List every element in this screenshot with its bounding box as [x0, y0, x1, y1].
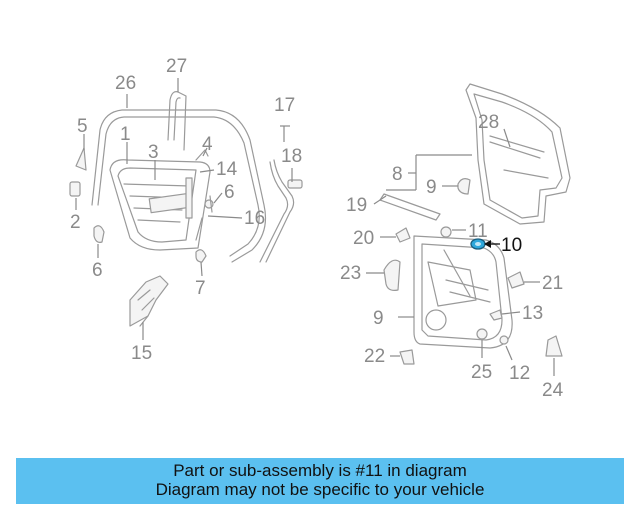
banner-line-1: Part or sub-assembly is #11 in diagram	[173, 461, 467, 480]
callout-13: 12	[509, 363, 530, 384]
inner-door-panel-10	[413, 235, 513, 349]
callout-20: 19	[346, 195, 367, 216]
seal-strip-17	[195, 195, 213, 241]
banner-line-2: Diagram may not be specific to your vehi…	[155, 480, 485, 499]
right-small-parts	[379, 178, 563, 365]
callout-21: 20	[353, 228, 374, 249]
callout-5: 5	[77, 116, 88, 137]
callout-29: 28	[478, 112, 499, 133]
callout-4: 4	[202, 134, 213, 155]
callout-8: 8	[392, 164, 403, 185]
callout-7: 7	[195, 278, 206, 299]
interior-panel-parts	[148, 177, 193, 219]
callout-11: 10	[501, 235, 522, 256]
left-leader-lines	[75, 78, 293, 340]
window-run-channel-28	[167, 91, 187, 151]
bracket-16	[129, 275, 169, 327]
right-leader-lines	[366, 128, 555, 376]
callout-27: 26	[115, 73, 136, 94]
callout-24: 23	[340, 263, 361, 284]
parts-diagram: 26 27 5 1 3 4 14 6 16 2 6 7 15 17 18 28 …	[69, 56, 571, 401]
caption-banner: Part or sub-assembly is #11 in diagram D…	[16, 458, 624, 504]
callout-18: 17	[274, 95, 295, 116]
callout-28: 27	[166, 56, 187, 77]
door-weatherstrip-27	[91, 109, 267, 263]
hinge-check-18-19	[259, 159, 303, 263]
part-11-arrow	[484, 240, 500, 248]
door-shell-29	[465, 83, 571, 225]
callout-14: 13	[522, 303, 543, 324]
callout-6b: 6	[92, 260, 103, 281]
door-trim-frame-1	[109, 159, 211, 251]
callout-26: 25	[471, 362, 492, 383]
callout-12: 11	[468, 221, 488, 242]
callout-16: 15	[131, 343, 152, 364]
callout-3: 3	[148, 142, 159, 163]
callout-9: 9	[426, 177, 437, 198]
callout-6a: 6	[224, 182, 235, 203]
callout-23: 22	[364, 346, 385, 367]
callout-10: 9	[373, 308, 384, 329]
callout-22: 21	[542, 273, 563, 294]
callout-25: 24	[542, 380, 564, 401]
callout-1: 1	[120, 124, 131, 145]
callout-2: 2	[70, 212, 81, 233]
callout-15: 14	[216, 159, 238, 180]
callout-19: 18	[281, 146, 302, 167]
callout-17: 16	[244, 208, 265, 229]
